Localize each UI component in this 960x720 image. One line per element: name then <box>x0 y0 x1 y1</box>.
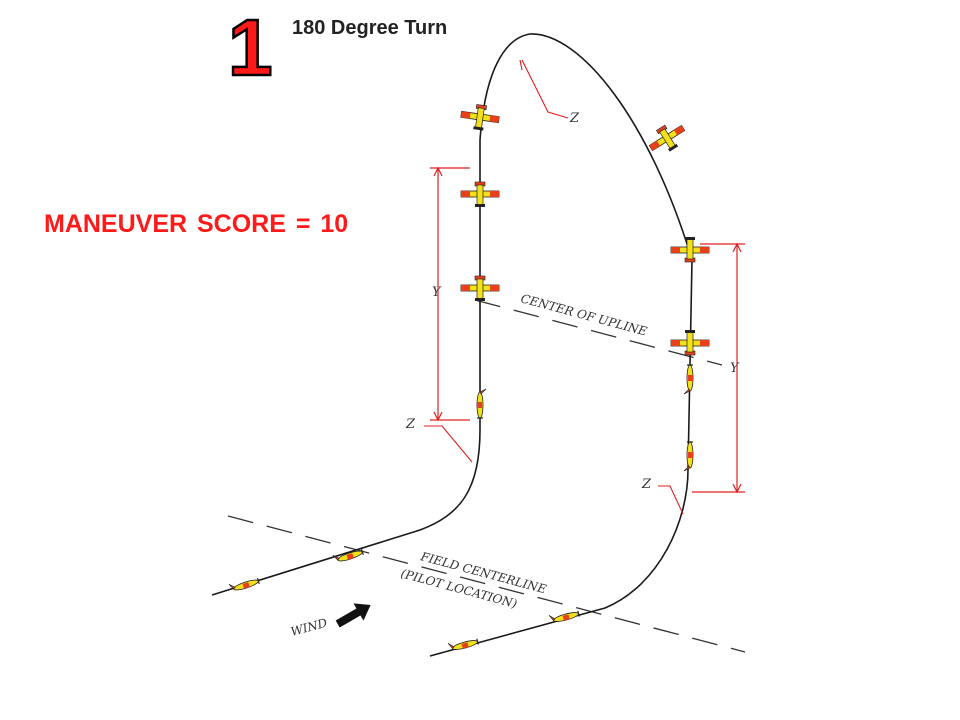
y-label-left: Y <box>432 285 442 300</box>
wind-arrow-icon <box>335 603 371 628</box>
aircraft-icon <box>670 329 710 356</box>
z-label-right: Z <box>641 477 652 492</box>
wind-label: WIND <box>289 616 329 639</box>
maneuver-score: MANEUVER SCORE = 10 <box>44 210 349 238</box>
flight-path <box>211 33 693 657</box>
aircraft-icon <box>228 574 260 594</box>
z-label-top: Z <box>569 111 580 126</box>
maneuver-number: 1 <box>227 3 274 92</box>
aircraft-icon <box>683 441 694 472</box>
z-label-left: Z <box>405 417 416 432</box>
field-centerline-line <box>227 515 746 653</box>
z-leaders <box>424 59 684 515</box>
y-label-right: Y <box>730 361 740 376</box>
center-of-upline-line <box>474 299 723 366</box>
dimension-y-left <box>430 166 470 422</box>
dimension-y-right <box>692 242 745 494</box>
aircraft-icon <box>476 388 487 419</box>
aircraft-icon <box>670 236 710 263</box>
maneuver-title: 180 Degree Turn <box>292 17 448 39</box>
aircraft-icon <box>644 117 691 160</box>
aircraft-icon <box>460 181 500 208</box>
aircraft-icon <box>460 275 500 302</box>
aircraft-icon <box>458 101 501 134</box>
aircraft-icon <box>683 364 694 395</box>
center-of-upline-label: CENTER OF UPLINE <box>519 291 649 338</box>
